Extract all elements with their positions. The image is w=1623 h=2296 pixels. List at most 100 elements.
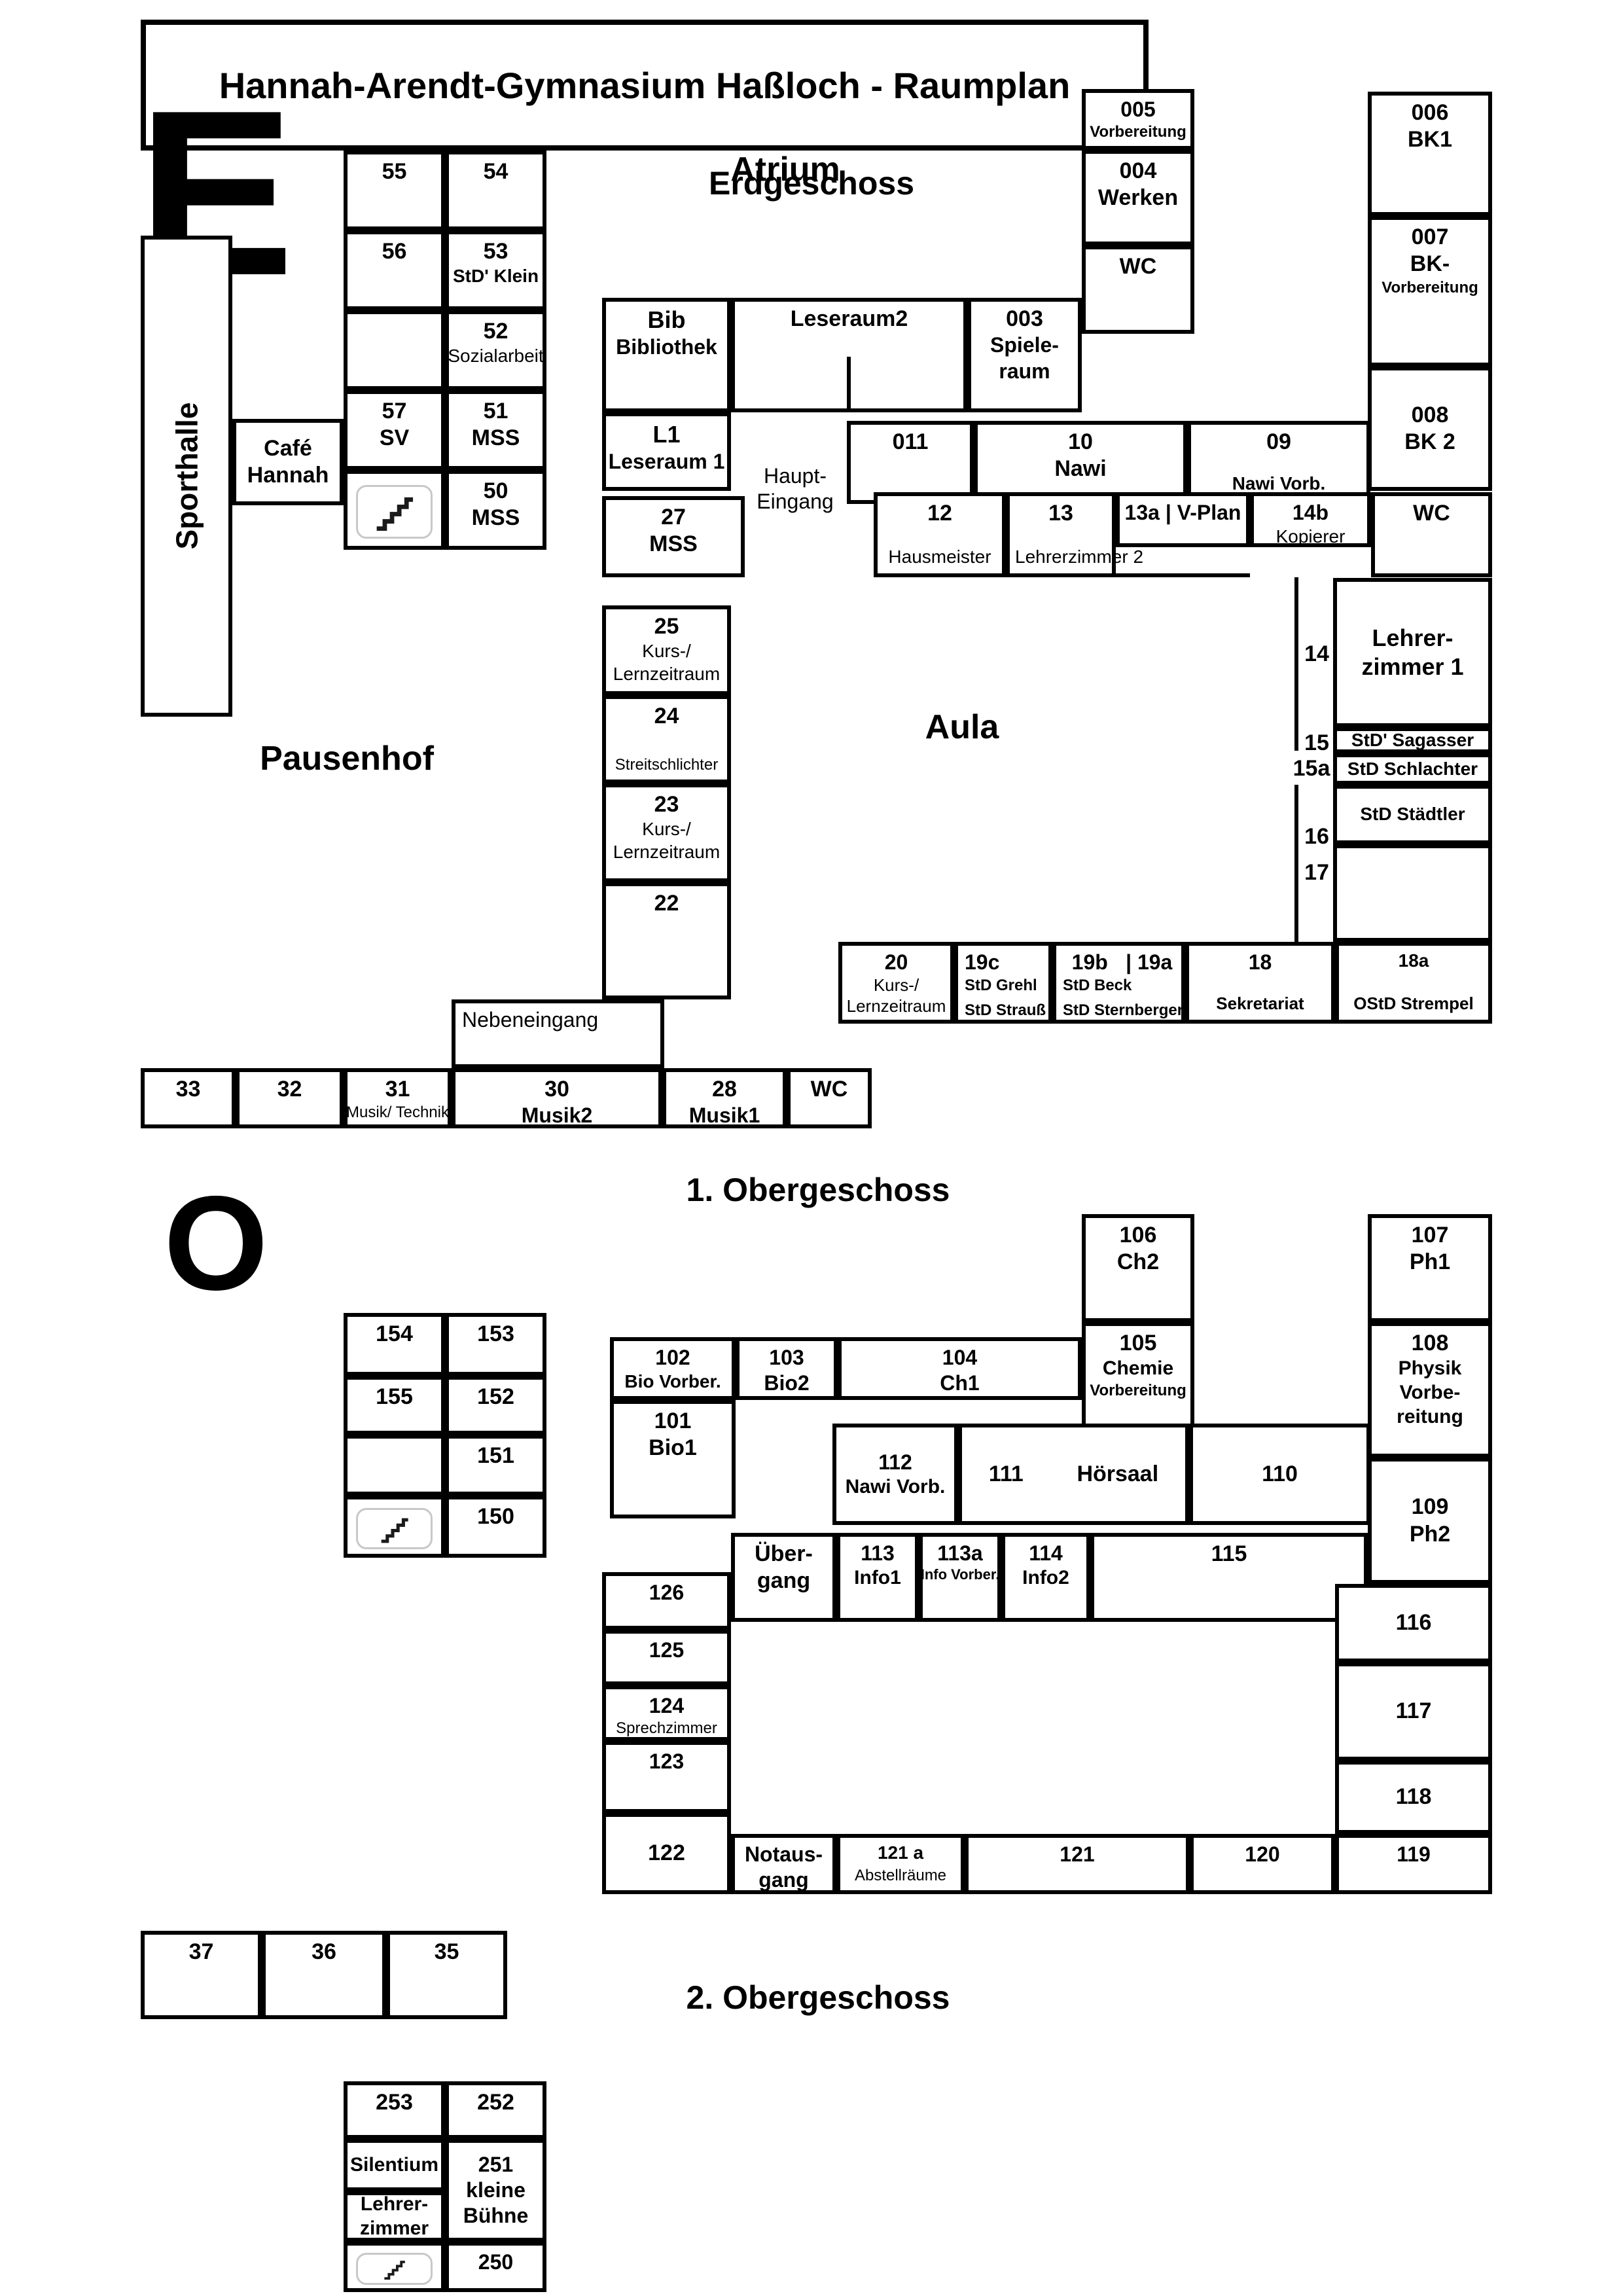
room-57-text: SV — [379, 425, 410, 451]
room-32-text: 32 — [277, 1077, 302, 1102]
room-leseraum2-text: Leseraum2 — [790, 306, 908, 331]
room-cafe-hannah-text: Café — [264, 435, 312, 461]
room-108-text: Vorbe- — [1399, 1382, 1461, 1404]
room-sagasser: StD' Sagasser — [1333, 727, 1492, 753]
room-116-text: 116 — [1395, 1610, 1432, 1636]
label-15: 15 — [1301, 729, 1332, 758]
room-22: 22 — [602, 882, 731, 999]
room-uebergang-text: Über- — [755, 1541, 813, 1566]
room-105-text: Vorbereitung — [1090, 1382, 1186, 1400]
room-silentium-text: Silentium — [349, 2153, 438, 2176]
room-14b-text: Kopierer — [1275, 526, 1346, 547]
room-113a-text: Info Vorber. — [920, 1566, 1000, 1583]
room-112-text: 112 — [878, 1450, 912, 1474]
room-staedtler: StD Städtler — [1333, 785, 1492, 844]
room-37: 37 — [141, 1931, 262, 2019]
room-schlachter: StD Schlachter — [1333, 753, 1492, 785]
room-007-text: 007 — [1411, 224, 1449, 249]
room-18-text: Sekretariat — [1216, 994, 1304, 1014]
room-l1-text: Leseraum 1 — [608, 449, 725, 473]
room-253-text: 253 — [376, 2090, 413, 2115]
room-31-text: Musik/ Technik — [346, 1103, 449, 1122]
label-15a-text: 15a — [1293, 756, 1330, 781]
room-124-text: 124 — [649, 1694, 685, 1717]
room-109-text: 109 — [1411, 1494, 1449, 1520]
room-007-text: BK- — [1410, 251, 1450, 277]
room-007-text: Vorbereitung — [1382, 278, 1478, 296]
room-28-text: Musik1 — [688, 1103, 760, 1128]
room-unlabeled-o1 — [344, 1435, 445, 1496]
room-121-text: 121 — [1060, 1842, 1095, 1866]
room-19b-19a-text: StD Sternberger — [1063, 1001, 1184, 1019]
room-bib-text: Bib — [647, 306, 686, 333]
room-13a-text: 13a | V-Plan — [1124, 501, 1241, 524]
label-atrium-text: Atrium — [730, 151, 840, 189]
heading-erdgeschoss: Erdgeschoss — [589, 157, 1034, 209]
room-120: 120 — [1190, 1834, 1335, 1894]
room-31-text: 31 — [385, 1077, 410, 1102]
room-116: 116 — [1335, 1584, 1492, 1662]
label-haupteingang: Haupt-Eingang — [733, 456, 857, 522]
room-109-text: Ph2 — [1409, 1521, 1451, 1547]
room-122: 122 — [602, 1813, 731, 1894]
room-30-text: Musik2 — [521, 1103, 593, 1128]
room-37-text: 37 — [188, 1939, 214, 1964]
room-sporthalle-text: Sporthalle — [169, 403, 204, 550]
room-112-text: Nawi Vorb. — [845, 1475, 946, 1498]
room-30-text: 30 — [544, 1077, 569, 1102]
room-003-text: Spiele- — [990, 333, 1059, 357]
room-stairs-e — [344, 470, 445, 550]
room-252-text: 252 — [477, 2090, 514, 2115]
room-101-text: 101 — [654, 1408, 692, 1433]
room-125-text: 125 — [649, 1638, 685, 1662]
room-19c-text: 19c — [965, 950, 1000, 974]
room-19c-text: StD Strauß — [965, 1001, 1046, 1019]
room-stairs-o1 — [344, 1496, 445, 1558]
room-125: 125 — [602, 1630, 731, 1685]
page-title: Hannah-Arendt-Gymnasium Haßloch - Raumpl… — [219, 64, 1071, 106]
wall-aula-right-upper — [1294, 577, 1298, 751]
room-22-text: 22 — [654, 891, 679, 916]
room-wc-musik: WC — [787, 1068, 872, 1128]
label-pausenhof: Pausenhof — [216, 730, 478, 789]
room-123: 123 — [602, 1741, 731, 1813]
room-wc-musik-text: WC — [810, 1077, 848, 1102]
room-119-text: 119 — [1397, 1842, 1431, 1866]
room-005-text: Vorbereitung — [1090, 123, 1186, 141]
room-118-text: 118 — [1395, 1784, 1432, 1810]
room-33-text: 33 — [175, 1077, 201, 1102]
room-12-text: Hausmeister — [888, 546, 991, 567]
room-12-text: 12 — [927, 501, 952, 526]
room-106-text: Ch2 — [1116, 1249, 1160, 1275]
room-110-text: 110 — [1262, 1461, 1298, 1486]
room-108-text: Physik — [1398, 1357, 1462, 1380]
room-17-vorraum — [1333, 844, 1492, 942]
room-115: 115 — [1090, 1533, 1368, 1622]
room-151: 151 — [445, 1435, 546, 1496]
room-107-text: 107 — [1411, 1223, 1449, 1247]
room-25-text: Kurs-/ — [642, 641, 691, 662]
room-25-text: 25 — [654, 614, 679, 639]
heading-erdgeschoss-text: Erdgeschoss — [708, 164, 914, 202]
room-lehrerzimmer1-text: zimmer 1 — [1361, 653, 1464, 680]
room-nebeneingang: Nebeneingang — [452, 999, 664, 1068]
room-lehrerzimmer-og2: Lehrer-zimmer — [344, 2191, 445, 2242]
room-122-text: 122 — [648, 1840, 685, 1866]
